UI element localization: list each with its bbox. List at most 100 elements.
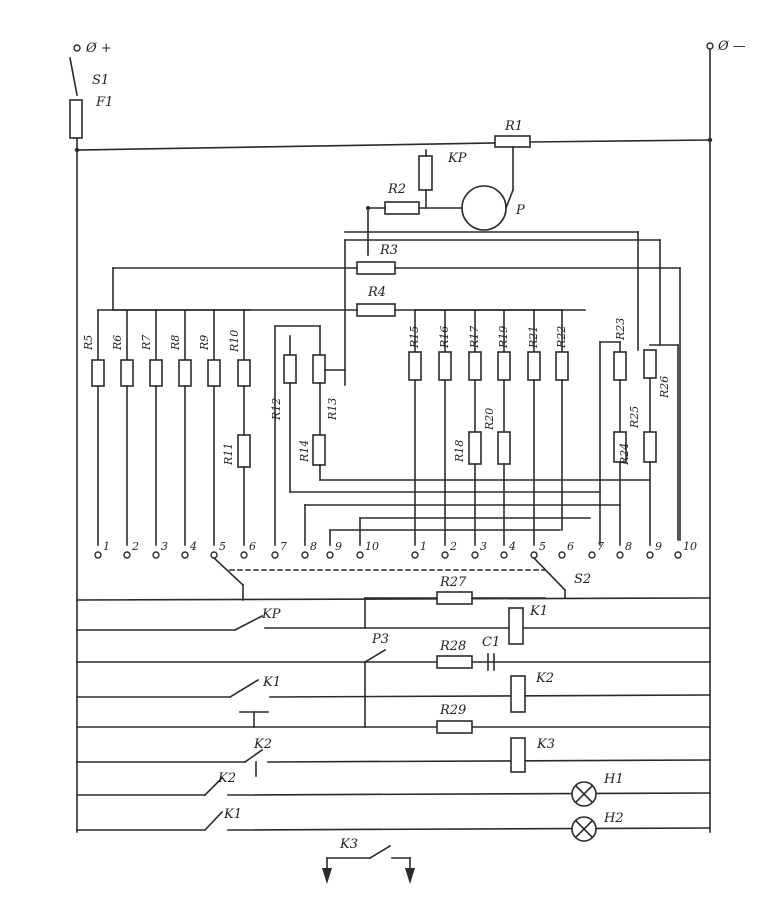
terminal-label: 9 xyxy=(655,540,662,553)
resistor-r4-label: R4 xyxy=(367,285,386,300)
left-resistor-bank: R5 R6 R7 R8 R9 R10 R11 R12 R13 R14 xyxy=(82,309,651,546)
resistor-r16 xyxy=(438,351,452,381)
resistor-r5 xyxy=(91,359,105,387)
contact-k2b-label: K2 xyxy=(217,771,236,786)
terminal xyxy=(588,551,596,559)
terminal-row-right: 1 2 3 4 5 6 7 8 9 10 xyxy=(411,540,697,559)
terminal-label: 8 xyxy=(310,540,317,553)
resistor-r25-label: R25 xyxy=(628,406,641,429)
resistor-r27 xyxy=(436,591,473,605)
terminal-label: 4 xyxy=(189,540,197,553)
terminal-label: 5 xyxy=(539,540,546,553)
terminal xyxy=(471,551,479,559)
terminal xyxy=(271,551,279,559)
contact-k3-label: K3 xyxy=(339,837,358,852)
switch-s1 xyxy=(69,57,78,96)
plus-label: Ø + xyxy=(85,41,112,56)
resistor-r14-label: R14 xyxy=(298,440,311,463)
resistor-r7 xyxy=(149,359,163,387)
terminal xyxy=(646,551,654,559)
resistor-r7-label: R7 xyxy=(140,335,153,351)
capacitor-c1-label: C1 xyxy=(482,635,500,650)
plus-terminal xyxy=(73,44,81,52)
resistor-r22 xyxy=(555,351,569,381)
resistor-r17 xyxy=(468,351,482,381)
resistor-r1-label: R1 xyxy=(504,119,523,134)
terminal-label: 10 xyxy=(365,540,379,553)
resistor-r5-label: R5 xyxy=(82,335,95,351)
terminal xyxy=(301,551,309,559)
resistor-r29-label: R29 xyxy=(439,703,466,718)
resistor-r21 xyxy=(527,351,541,381)
resistor-r23 xyxy=(613,351,627,381)
resistor-r1 xyxy=(494,135,531,148)
resistor-r21-label: R21 xyxy=(527,326,540,349)
resistor-r2-label: R2 xyxy=(387,182,406,197)
resistor-r11-label: R11 xyxy=(222,443,235,466)
resistor-r16-label: R16 xyxy=(438,326,451,349)
terminal-label: 1 xyxy=(103,540,110,553)
relay-k2-label: K2 xyxy=(535,671,554,686)
resistor-r22-label: R22 xyxy=(555,326,568,349)
terminal-label: 8 xyxy=(625,540,632,553)
control-ladder: KP R27 K1 P3 R28 C1 K2 R29 K3 K1 xyxy=(76,575,711,884)
contact-k2-label: K2 xyxy=(253,737,272,752)
fuse-f1-label: F1 xyxy=(95,95,113,110)
terminal xyxy=(558,551,566,559)
contact-k1-label: K1 xyxy=(262,675,281,690)
resistor-r19-label: R19 xyxy=(497,326,510,349)
resistor-r2 xyxy=(384,201,420,215)
terminal xyxy=(240,551,248,559)
terminal xyxy=(356,551,364,559)
terminal-label: 3 xyxy=(161,540,168,553)
resistor-r4 xyxy=(356,303,396,317)
resistor-r18 xyxy=(468,431,482,465)
terminal-label: 2 xyxy=(131,540,139,553)
lamp-h2-label: H2 xyxy=(603,811,624,826)
relay-k3-coil xyxy=(510,737,526,773)
resistor-r8-label: R8 xyxy=(169,335,182,351)
resistor-r12 xyxy=(283,354,297,384)
lamp-h1-label: H1 xyxy=(603,772,624,787)
terminal-label: 6 xyxy=(249,540,256,553)
resistor-r26 xyxy=(643,349,657,379)
resistor-r24-label: R24 xyxy=(618,443,631,466)
resistor-r15-label: R15 xyxy=(408,326,421,349)
terminal xyxy=(411,551,419,559)
meter-p xyxy=(461,185,507,231)
resistor-r10 xyxy=(237,359,251,387)
resistor-r17-label: R17 xyxy=(468,326,481,349)
terminal-label: 3 xyxy=(480,540,487,553)
switch-s1-label: S1 xyxy=(92,73,109,88)
terminal xyxy=(94,551,102,559)
arrow-down-icon xyxy=(405,868,415,884)
relay-k1-coil xyxy=(508,607,524,645)
terminal-label: 10 xyxy=(683,540,697,553)
resistor-r19 xyxy=(497,351,511,381)
resistor-r9 xyxy=(207,359,221,387)
resistor-r6 xyxy=(120,359,134,387)
resistor-r15 xyxy=(408,351,422,381)
terminal xyxy=(441,551,449,559)
contact-k1b-label: K1 xyxy=(223,807,242,822)
resistor-r29 xyxy=(436,720,473,734)
resistor-r6-label: R6 xyxy=(111,335,124,351)
terminal-row-left: 1 2 3 4 5 6 7 8 9 10 xyxy=(94,540,379,559)
resistor-r20-label: R20 xyxy=(483,408,496,431)
relay-kp-label: KP xyxy=(447,151,467,166)
terminal xyxy=(152,551,160,559)
right-resistor-bank: R15 R16 R17 R19 R21 R22 R18 R20 R23 R24 … xyxy=(408,309,679,546)
terminal xyxy=(616,551,624,559)
minus-label: Ø — xyxy=(717,39,746,54)
terminal xyxy=(674,551,682,559)
resistor-r13 xyxy=(312,354,326,384)
resistor-r13-label: R13 xyxy=(326,398,339,421)
meter-section: R1 KP R2 P xyxy=(366,119,531,256)
terminal-label: 7 xyxy=(597,540,604,553)
resistor-r28 xyxy=(436,655,473,669)
contact-kp-label: KP xyxy=(261,607,281,622)
resistor-r10-label: R10 xyxy=(228,330,241,353)
terminal-label: 2 xyxy=(449,540,457,553)
selector-s2-label: S2 xyxy=(574,572,591,587)
